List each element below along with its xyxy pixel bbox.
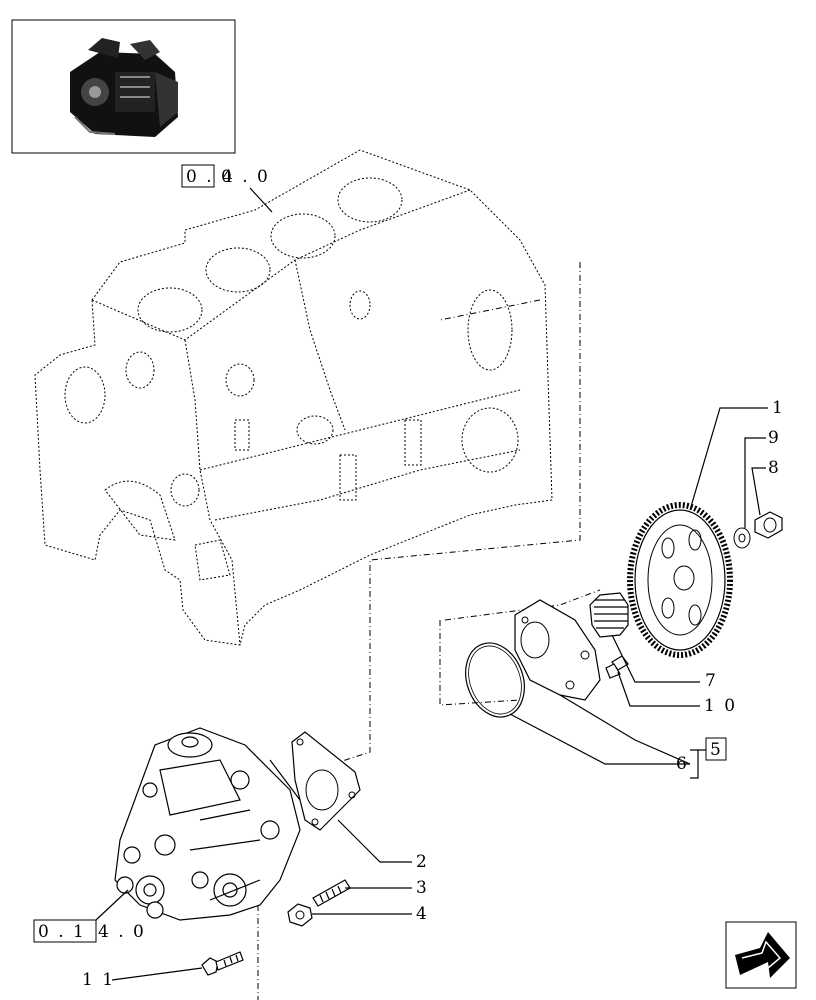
gear-nut xyxy=(754,511,783,539)
pump-reference[interactable]: 0 . 1 4 . 0 xyxy=(33,889,146,943)
callout-7: 7 xyxy=(705,671,718,691)
callout-11: 1 1 xyxy=(82,970,115,990)
assembly-axis-lines xyxy=(257,262,601,1000)
next-page-arrow-icon[interactable] xyxy=(725,921,797,989)
pump-ref-prefix: 0 . 1 xyxy=(38,922,86,942)
callout-1: 1 xyxy=(772,398,785,418)
bolt xyxy=(201,951,244,976)
screw xyxy=(605,655,629,679)
engine-block-outline xyxy=(34,149,553,646)
block-ref-prefix: 0 . 0 xyxy=(186,167,234,187)
pump-gasket xyxy=(291,731,361,831)
leader-lines xyxy=(111,407,768,981)
callout-5: 5 xyxy=(710,740,723,760)
gear-housing-cover xyxy=(514,599,601,701)
o-ring xyxy=(465,642,525,718)
callout-3: 3 xyxy=(416,878,429,898)
block-ref-suffix: 4 . 0 xyxy=(222,167,270,187)
callout-9: 9 xyxy=(768,428,781,448)
nut xyxy=(287,903,313,927)
stud xyxy=(312,879,351,907)
callout-8: 8 xyxy=(768,458,781,478)
block-reference[interactable]: 0 . 0 4 . 0 xyxy=(181,164,273,213)
washer xyxy=(733,527,751,549)
callout-2: 2 xyxy=(416,852,429,872)
injection-pump xyxy=(114,727,301,921)
callout-10: 1 0 xyxy=(704,696,737,716)
pump-ref-suffix: 4 . 0 xyxy=(98,922,146,942)
pinion-gear xyxy=(589,592,629,638)
callout-6: 6 xyxy=(676,754,689,774)
large-gear xyxy=(627,502,733,658)
callout-labels: 1 9 8 7 1 0 6 5 2 3 4 1 1 xyxy=(82,398,785,990)
callout-4: 4 xyxy=(416,904,429,924)
engine-thumbnail-icon[interactable] xyxy=(11,19,236,154)
